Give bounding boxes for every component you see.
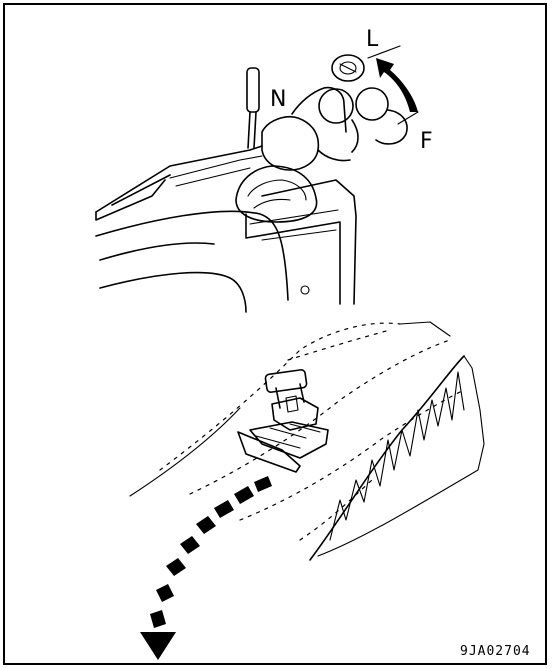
lever-position-neutral-label: N <box>270 87 286 112</box>
figure-id: 9JA02704 <box>460 644 531 659</box>
lever-position-left-label: L <box>366 27 379 52</box>
lever-position-forward-label: F <box>420 129 433 154</box>
